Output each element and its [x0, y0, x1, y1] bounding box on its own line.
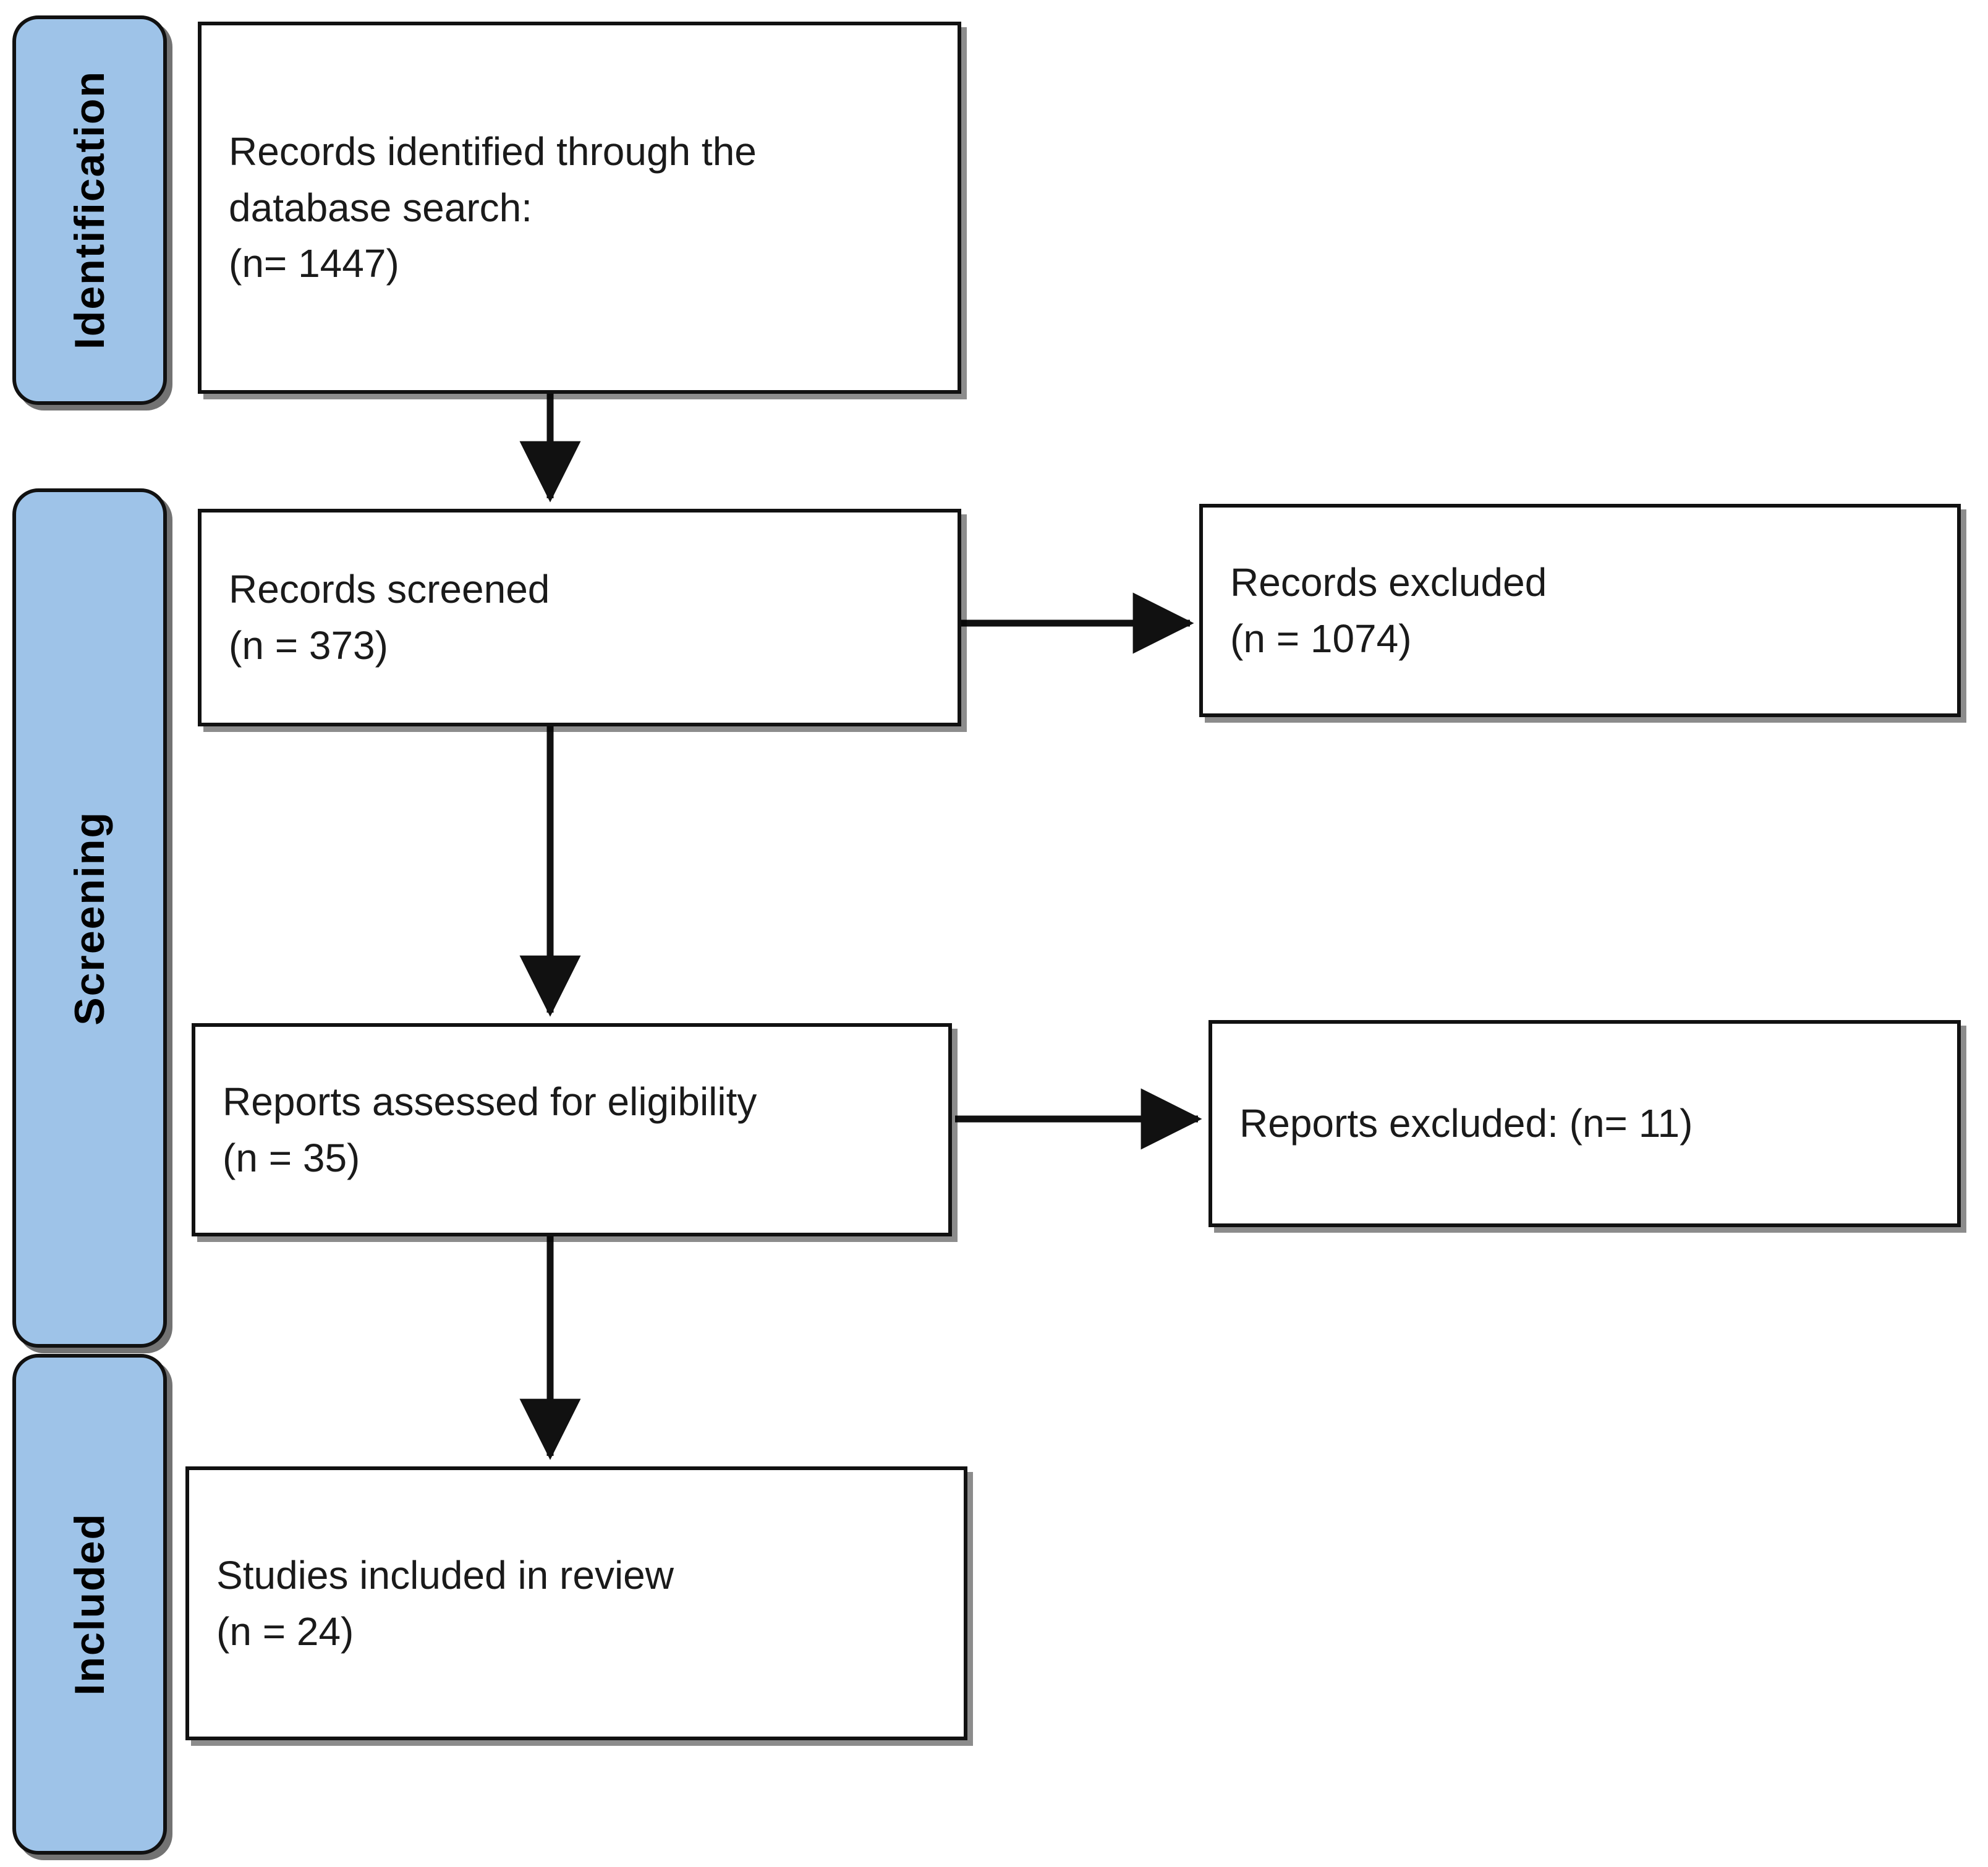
- box-records-identified-count: (n= 1447): [229, 241, 399, 286]
- box-reports-excluded: Reports excluded: (n= 11): [1209, 1020, 1961, 1227]
- box-records-identified-line-1: Records identified through the: [229, 129, 757, 174]
- stage-label-screening: Screening: [66, 810, 113, 1026]
- box-studies-included-count: (n = 24): [216, 1609, 354, 1654]
- box-records-identified-line-2: database search:: [229, 185, 532, 230]
- box-reports-assessed-line-1: Reports assessed for eligibility: [223, 1079, 757, 1124]
- box-reports-assessed: Reports assessed for eligibility (n = 35…: [192, 1023, 952, 1236]
- box-reports-excluded-line-1: Reports excluded: (n= 11): [1239, 1101, 1693, 1146]
- stage-label-identification: Identification: [66, 70, 113, 350]
- stage-pill-included: Included: [12, 1354, 167, 1855]
- box-records-identified: Records identified through the database …: [198, 22, 961, 394]
- box-records-screened: Records screened (n = 373): [198, 509, 961, 726]
- box-records-screened-count: (n = 373): [229, 623, 388, 668]
- stage-pill-identification: Identification: [12, 15, 167, 405]
- box-records-excluded-count: (n = 1074): [1230, 616, 1412, 661]
- box-reports-assessed-count: (n = 35): [223, 1135, 360, 1180]
- box-records-screened-line-1: Records screened: [229, 567, 550, 612]
- box-studies-included-line-1: Studies included in review: [216, 1552, 674, 1597]
- stage-label-included: Included: [66, 1513, 113, 1696]
- box-studies-included: Studies included in review (n = 24): [185, 1466, 967, 1740]
- stage-pill-screening: Screening: [12, 488, 167, 1348]
- box-records-excluded-line-1: Records excluded: [1230, 559, 1547, 605]
- box-records-excluded: Records excluded (n = 1074): [1199, 504, 1961, 717]
